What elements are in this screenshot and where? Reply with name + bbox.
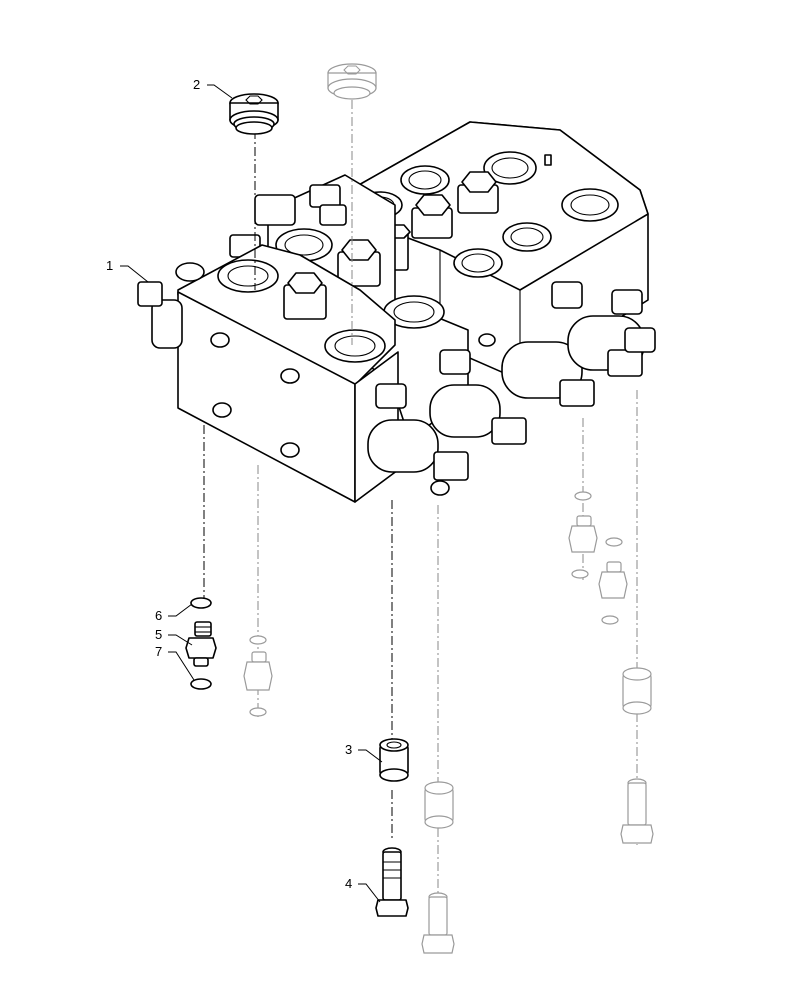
o-ring-part-7 <box>190 678 212 690</box>
callout-4: 4 <box>345 876 381 903</box>
bolt-ghost-2 <box>620 778 654 844</box>
callout-label-6: 6 <box>155 608 162 623</box>
spacer-ghost-1 <box>424 781 454 829</box>
callout-2: 2 <box>193 77 233 99</box>
spacer-part-3 <box>379 738 409 782</box>
callout-3: 3 <box>345 742 383 763</box>
callout-7: 7 <box>155 644 195 681</box>
fitting-part-5 <box>185 621 217 667</box>
fitting-ghost-2 <box>568 491 598 579</box>
plug-ghost <box>327 63 377 100</box>
hex-plug-rear-2 <box>411 194 453 239</box>
explosion-centerlines <box>203 100 638 895</box>
callout-label-3: 3 <box>345 742 352 757</box>
spool-cap-1 <box>367 383 469 496</box>
o-ring-part-6 <box>190 597 212 609</box>
callout-1: 1 <box>106 258 149 283</box>
bolt-ghost-1 <box>421 892 455 954</box>
hex-plug-middle <box>337 239 381 287</box>
spool-cap-2 <box>429 349 527 445</box>
callout-label-1: 1 <box>106 258 113 273</box>
fitting-ghost-1 <box>243 635 273 717</box>
callout-5: 5 <box>155 627 193 646</box>
callout-label-7: 7 <box>155 644 162 659</box>
spacer-ghost-2 <box>622 667 652 715</box>
fitting-ghost-3 <box>598 537 628 625</box>
spool-cap-3 <box>501 281 595 407</box>
callout-label-4: 4 <box>345 876 352 891</box>
spool-caps <box>367 281 656 496</box>
bolt-part-4 <box>375 847 409 917</box>
callout-label-5: 5 <box>155 627 162 642</box>
spool-cap-4 <box>567 289 656 377</box>
hex-plug-rear-1 <box>457 171 499 214</box>
spool-end-left <box>137 262 205 349</box>
callout-6: 6 <box>155 603 193 623</box>
callout-label-2: 2 <box>193 77 200 92</box>
hex-plug-front <box>283 272 327 320</box>
plug-part-2 <box>229 93 279 135</box>
